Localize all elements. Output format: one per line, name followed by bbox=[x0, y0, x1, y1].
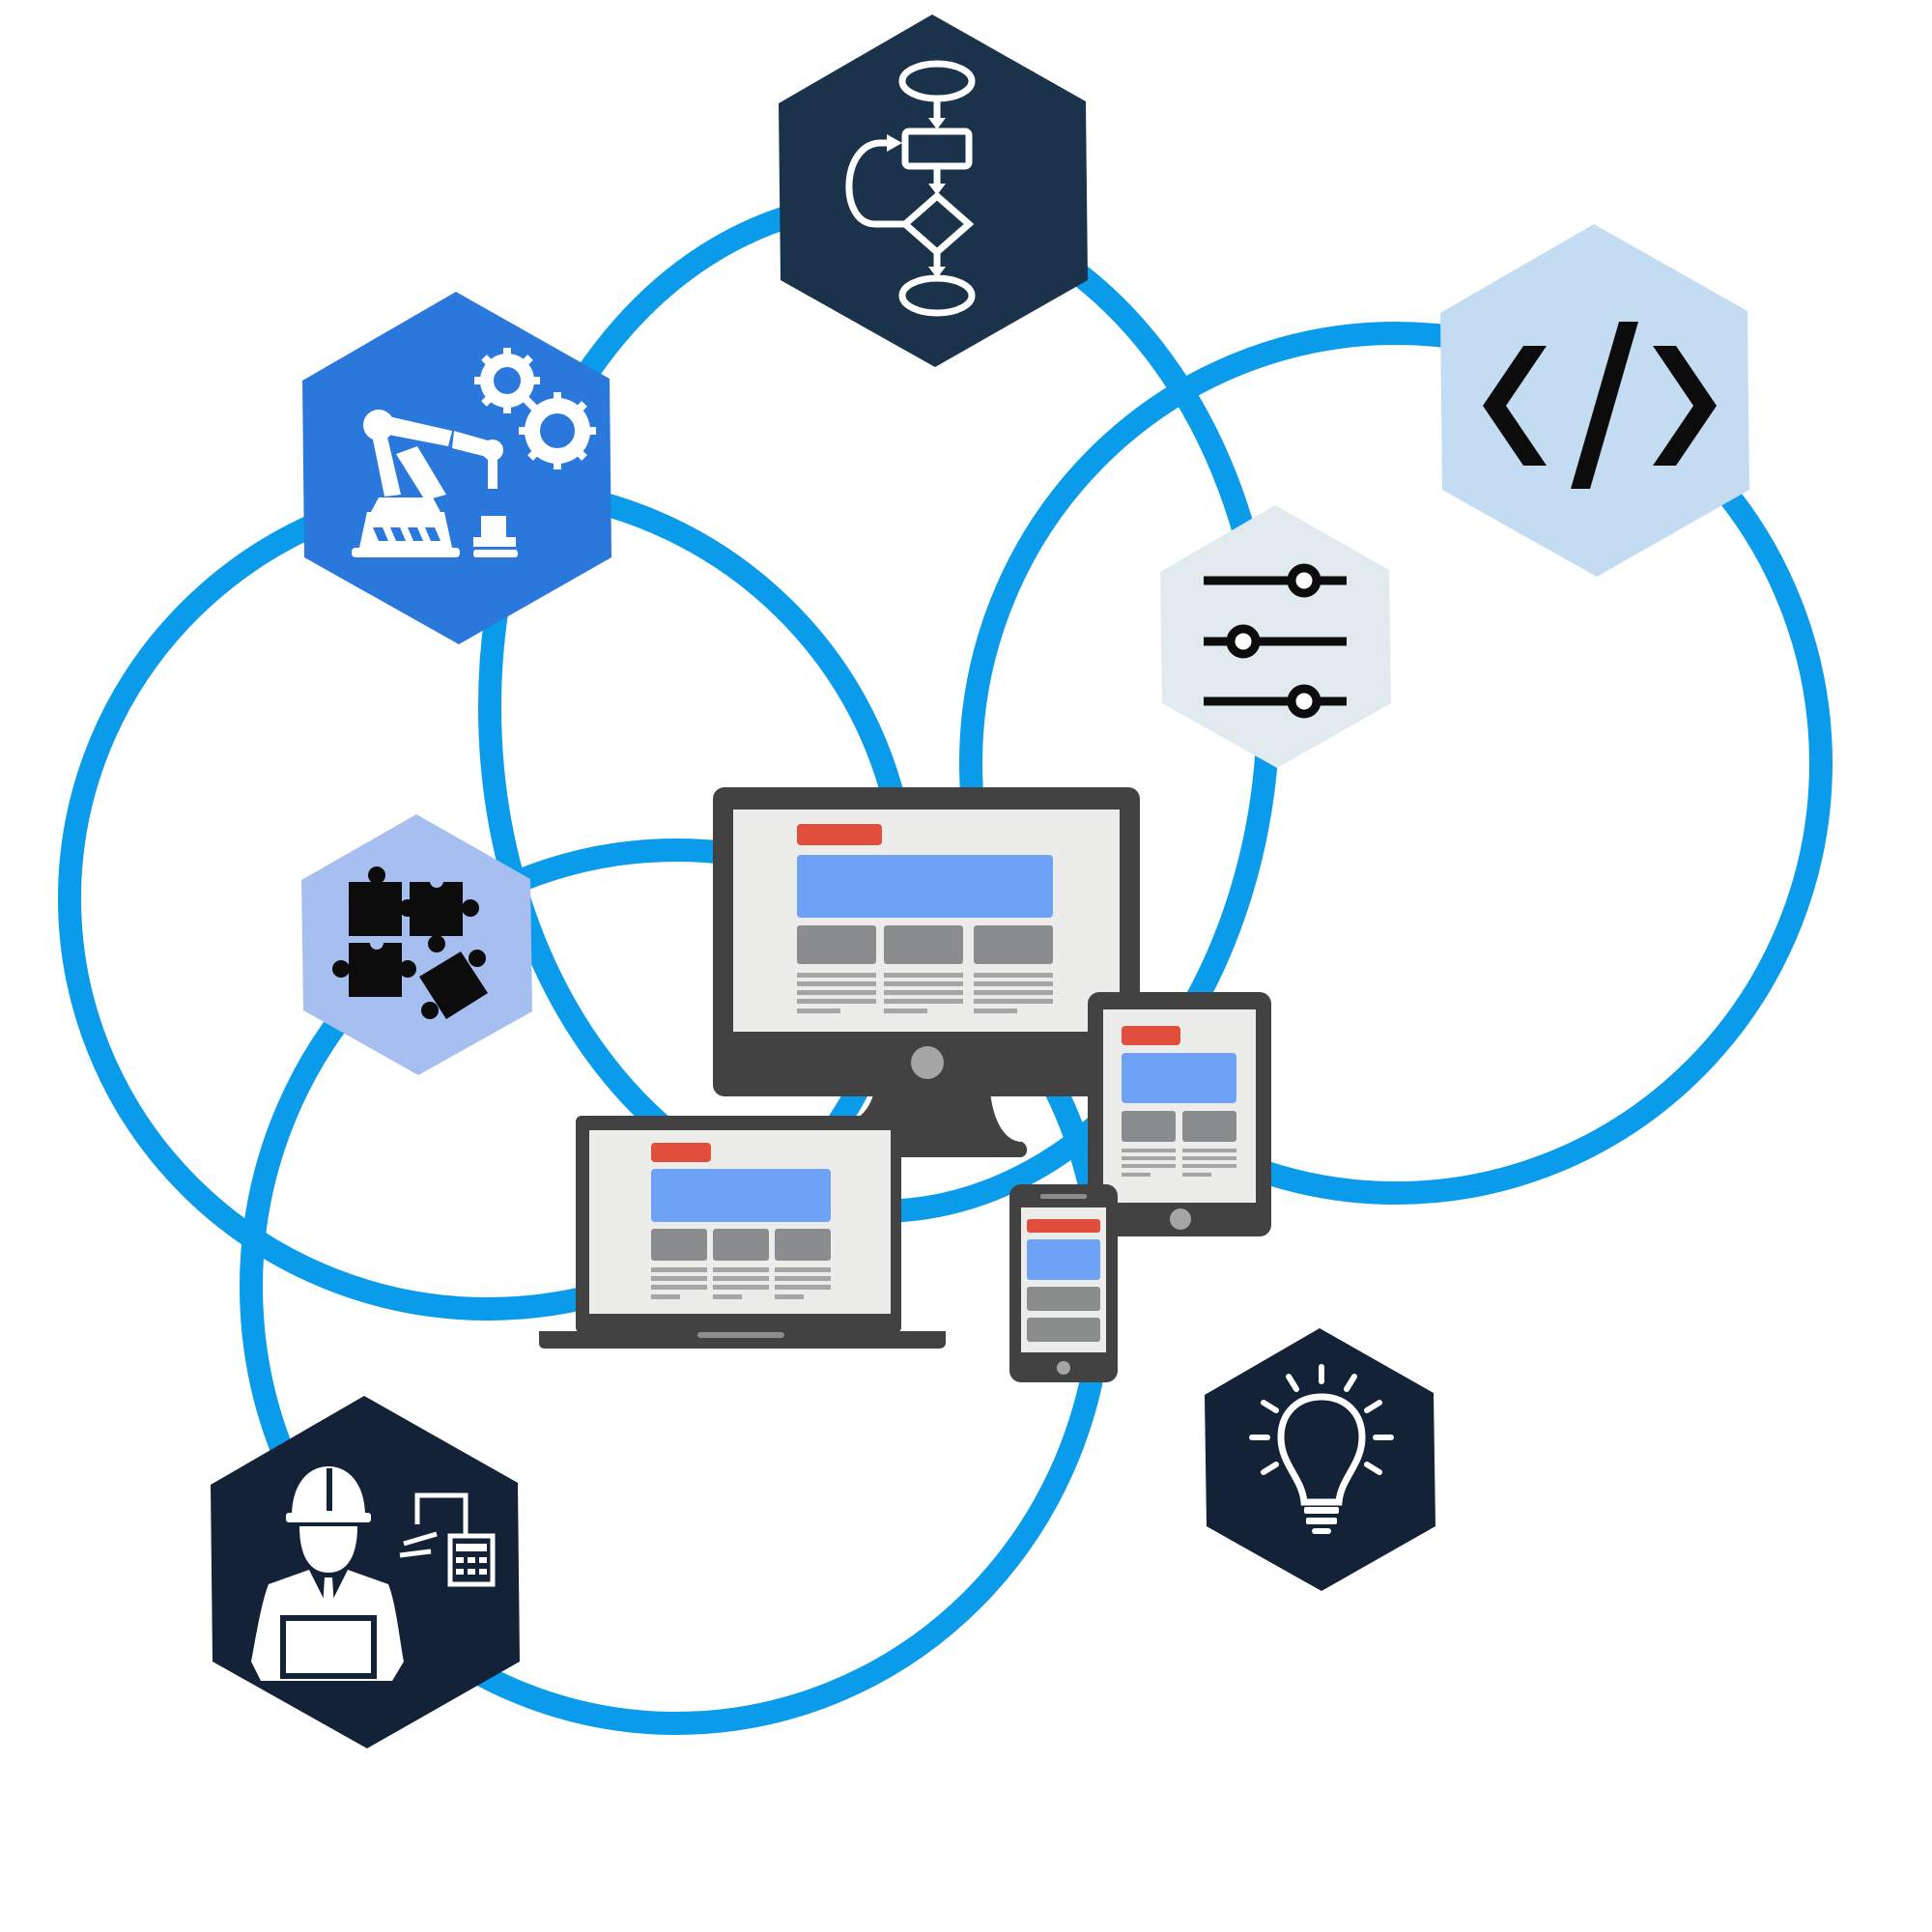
laptop-device bbox=[539, 1116, 946, 1349]
calculator-tools-icon bbox=[399, 1492, 496, 1587]
hex-flowchart bbox=[779, 14, 1088, 367]
desktop-button bbox=[911, 1046, 944, 1079]
code-brackets-icon bbox=[1483, 322, 1717, 489]
tablet-button bbox=[1170, 1208, 1191, 1230]
hex-code-bg bbox=[1440, 224, 1749, 577]
hex-engineer bbox=[211, 1396, 520, 1748]
puzzle-pieces-icon bbox=[332, 867, 488, 1019]
hex-idea bbox=[1205, 1328, 1435, 1591]
hex-puzzle-bg bbox=[301, 814, 532, 1075]
sliders-icon bbox=[1204, 563, 1347, 719]
laptop-base bbox=[539, 1331, 946, 1349]
desktop-device bbox=[713, 787, 1140, 1157]
responsive-devices-icon bbox=[539, 787, 1271, 1382]
hex-settings bbox=[1160, 505, 1391, 768]
hex-automation-bg bbox=[302, 292, 611, 644]
phone-button bbox=[1057, 1361, 1070, 1375]
hex-flowchart-bg bbox=[779, 14, 1088, 367]
ring-right bbox=[959, 322, 1833, 1205]
flowchart-icon bbox=[845, 60, 976, 317]
puzzle-notches bbox=[370, 874, 443, 950]
desktop-screen bbox=[733, 810, 1120, 1032]
hex-idea-bg bbox=[1205, 1328, 1435, 1591]
tablet-device bbox=[1088, 992, 1271, 1236]
hex-puzzle bbox=[301, 814, 532, 1075]
hex-code bbox=[1440, 224, 1749, 577]
calculator-keys bbox=[456, 1544, 487, 1575]
lightbulb-icon bbox=[1249, 1364, 1394, 1534]
hex-settings-bg bbox=[1160, 505, 1391, 768]
phone-device bbox=[1009, 1184, 1118, 1382]
hex-automation bbox=[302, 292, 611, 644]
